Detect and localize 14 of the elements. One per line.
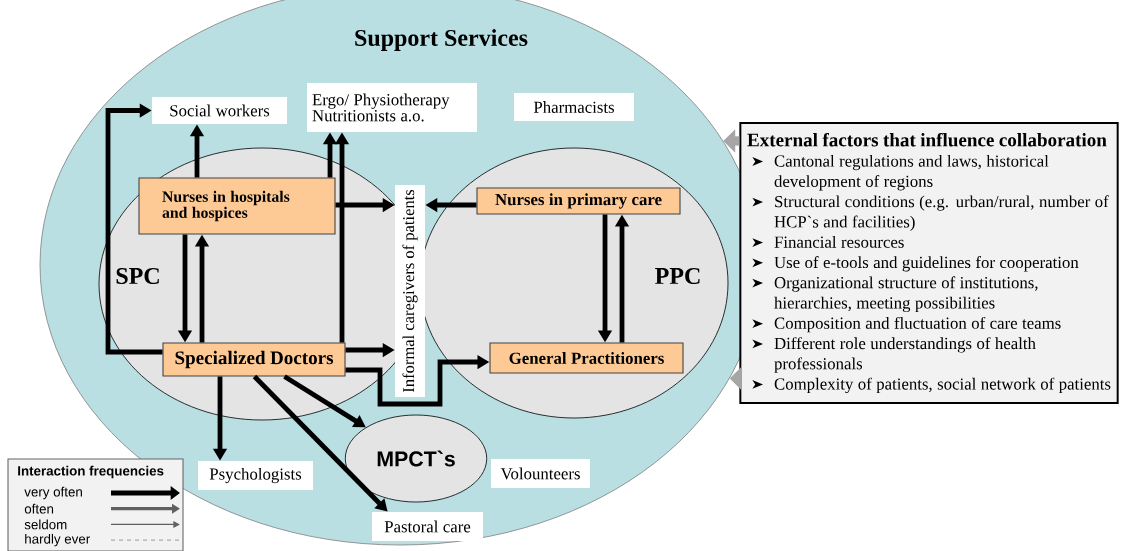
role-box: Social workers [152, 97, 287, 124]
caregiver-box: Informal caregivers of patients [395, 185, 425, 397]
role-box: Pastoral care [372, 512, 483, 541]
role-box: Psychologists [198, 461, 313, 490]
group-box: General Practitioners [489, 342, 684, 374]
group-box: Specialized Doctors [162, 342, 346, 377]
role-box: Pharmacists [514, 93, 634, 121]
arrow [252, 374, 388, 512]
arrow [105, 103, 163, 355]
role-box: Volounteers [491, 459, 590, 488]
group-box: Nurses in hospitals and hospices [138, 177, 336, 235]
group-box: Nurses in primary care [476, 187, 681, 215]
factors-box: External factors that influence collaboration Cantonal regulations and laws, historical development of regions Structural conditions (e.g. urban/rural, number of HCP`s and facilities) Financial resources Use of e-tools and guidelines for cooperation Organizational structure of institutions, hierarchies, meeting possibilities Composition and fluctuation of care teams Different role understandings of health professionals Complexity of patients, social network of patients [739, 122, 1119, 404]
role-box: Ergo/ Physiotherapy Nutritionists a.o. [307, 83, 477, 132]
